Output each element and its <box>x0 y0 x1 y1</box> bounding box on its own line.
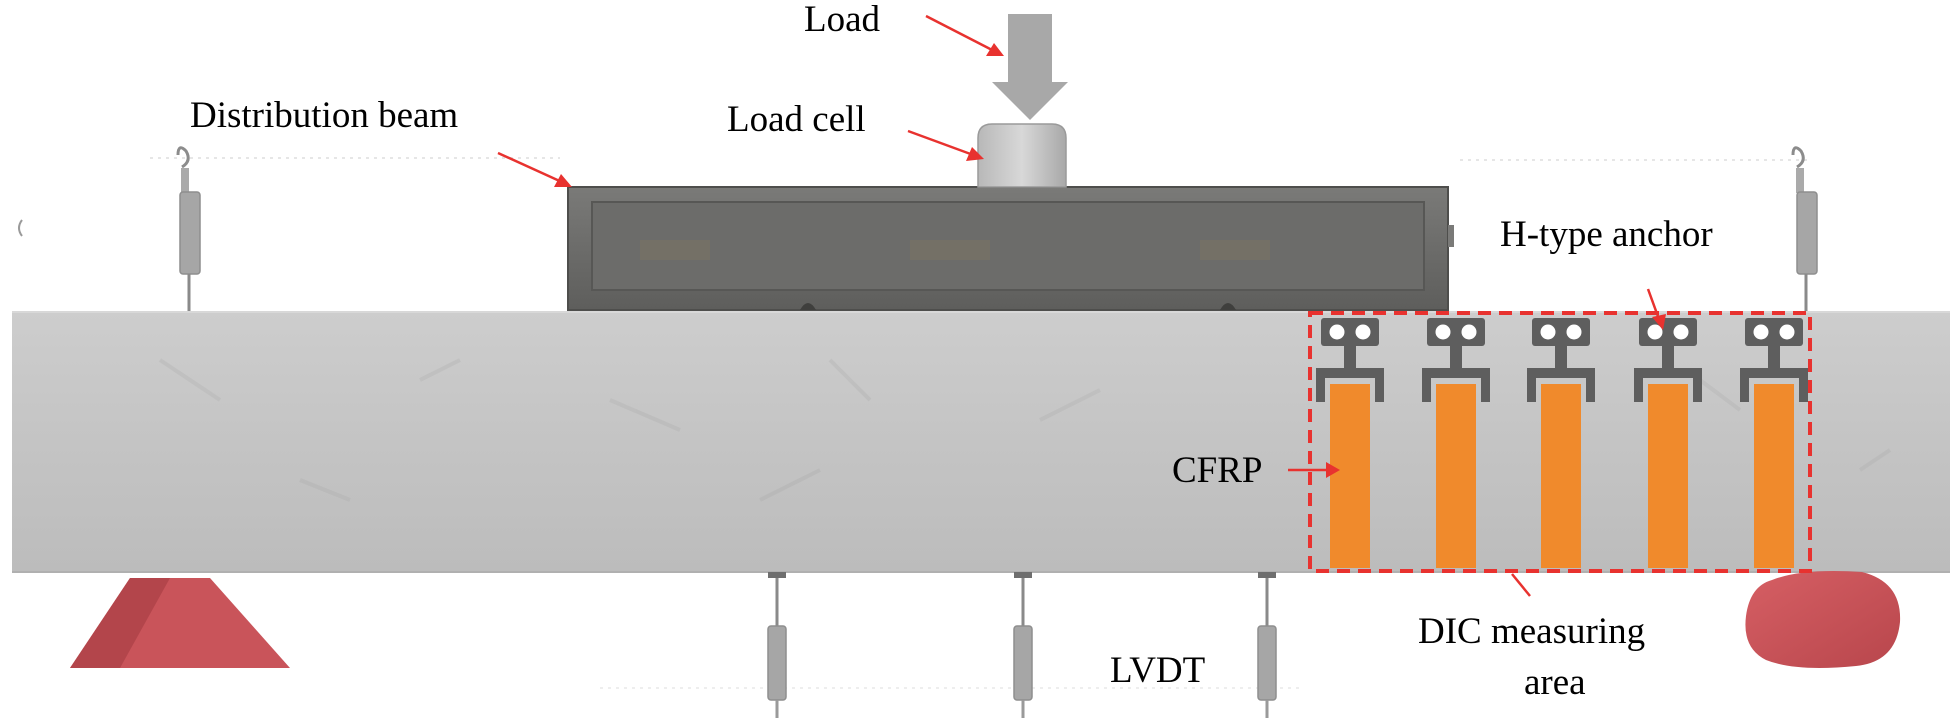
edge-mark-left <box>18 219 23 237</box>
load-cell-pointer-arrow <box>907 129 984 161</box>
cfrp-strips <box>1330 384 1794 568</box>
label-lvdt: LVDT <box>1110 650 1205 691</box>
top-lvdt-right <box>1791 146 1818 312</box>
h-type-anchor <box>1316 318 1384 402</box>
load-pointer-arrow <box>925 14 1004 56</box>
cfrp-strip <box>1436 384 1476 568</box>
label-dic-measuring: DIC measuring <box>1418 611 1645 652</box>
h-type-anchor-pointer-arrow <box>1646 288 1666 330</box>
h-type-anchors <box>1316 318 1808 402</box>
h-type-anchor <box>1634 318 1702 402</box>
label-h-type-anchor: H-type anchor <box>1500 214 1713 255</box>
h-type-anchor <box>1527 318 1595 402</box>
bottom-lvdt-2 <box>1013 572 1033 718</box>
roller-support <box>1745 571 1901 668</box>
load-cell <box>977 123 1067 188</box>
bottom-lvdt-3 <box>1257 572 1277 718</box>
h-type-anchor <box>1422 318 1490 402</box>
label-dic-area: area <box>1524 662 1586 703</box>
dic-measuring-area <box>1308 311 1812 573</box>
top-lvdt-left <box>176 146 201 312</box>
cfrp-strip <box>1648 384 1688 568</box>
cfrp-strip <box>1330 384 1370 568</box>
pin-support <box>70 578 290 668</box>
cfrp-strip <box>1541 384 1581 568</box>
cfrp-strip <box>1754 384 1794 568</box>
cfrp-pointer-arrow <box>1288 462 1340 478</box>
concrete-beam <box>12 311 1950 573</box>
h-type-anchor <box>1740 318 1808 402</box>
load-arrow <box>992 14 1068 120</box>
distribution-beam <box>567 186 1454 311</box>
label-cfrp: CFRP <box>1172 450 1263 491</box>
distribution-beam-pointer-arrow <box>497 151 572 187</box>
label-load-cell: Load cell <box>727 99 866 140</box>
bottom-lvdt-1 <box>767 572 787 718</box>
dic-pointer-arrow <box>1511 573 1531 597</box>
label-distribution-beam: Distribution beam <box>190 95 458 136</box>
label-load: Load <box>804 0 881 40</box>
